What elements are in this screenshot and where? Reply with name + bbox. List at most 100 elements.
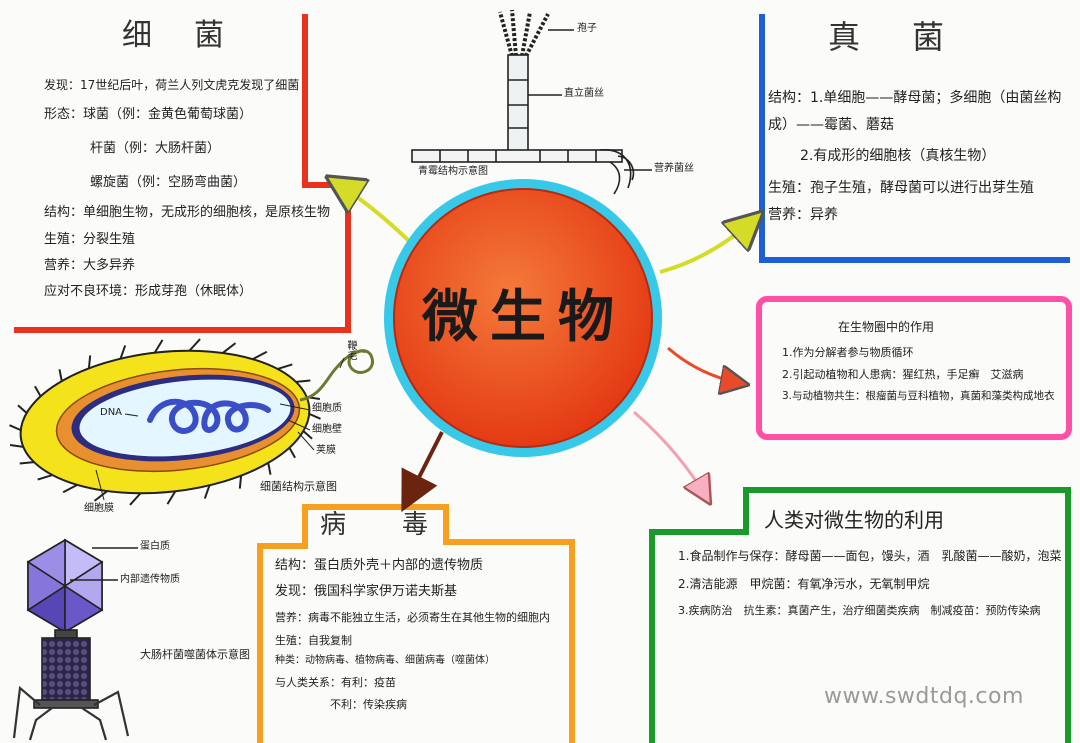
bacteria-label-capsule: 荚膜 [316,445,336,456]
utilization-line-food: 1.食品制作与保存：酵母菌——面包，馒头，酒 乳酸菌——酸奶，泡菜 [678,549,1062,563]
arrow-to-bacteria [332,180,412,244]
bacteria-line-rod: 杆菌（例：大肠杆菌） [90,141,221,156]
bacteria-line-reproduction: 生殖：分裂生殖 [44,232,136,247]
pilus [34,385,42,397]
pilus [252,350,268,361]
pilus [222,342,237,354]
virus-border [257,504,575,743]
bacteria-diagram-caption: 细菌结构示意图 [260,480,337,493]
fungi-title: 真菌 [828,18,997,56]
virus-line-relation-benefit: 与人类关系：有利：疫苗 [275,676,396,689]
pilus [308,412,321,420]
utilization-title: 人类对微生物的利用 [764,508,944,532]
phage-base-plate [33,699,99,709]
utilization-border [649,487,1071,743]
utilization-line-energy: 2.清洁能源 甲烷菌：有氧净污水，无氧制甲烷 [678,577,930,591]
bacteria-flagellum [299,349,374,402]
fungi-border [759,14,1070,263]
pilus [267,462,272,475]
mold-label-nutrient-hyphae: 营养菌丝 [654,163,694,174]
bacteria-title: 细菌 [122,18,266,53]
utilization-line-disease: 3.疾病防治 抗生素：真菌产生，治疗细菌类疾病 制减疫苗：预防传染病 [678,604,1041,617]
bacteria-diagram [9,338,374,506]
mold-root-branch [599,149,635,195]
virus-line-relation-harm: 不利：传染疾病 [330,698,407,711]
pilus [277,363,293,370]
pilus [238,475,243,489]
role-line-disease: 2.引起动植物和人患病：猩红热，手足癣 艾滋病 [782,368,1024,381]
mold-caption: 青霉结构示意图 [418,166,488,177]
bacteria-line-spiral: 螺旋菌（例：空肠弯曲菌） [90,175,247,190]
phage-tail-sheath [41,637,91,701]
mold-nutrient-hypha [411,149,623,163]
fungi-line-reproduction: 生殖：孢子生殖，酵母菌可以进行出芽生殖 [768,180,1034,196]
virus-line-types: 种类：动物病毒、植物病毒、细菌病毒（噬菌体） [275,655,495,666]
bacteria-label-cytoplasm: 细胞质 [312,403,342,414]
pilus [288,447,296,459]
pilus [166,490,177,505]
fungi-line-structure-cont: 成）——霉菌、蘑菇 [768,117,894,133]
pilus [93,490,108,502]
virus-line-discovery: 发现：俄国科学家伊万诺夫斯基 [275,584,458,599]
mold-upright-hypha [507,54,529,152]
bacteria-border [14,14,351,333]
pilus [153,339,164,354]
phage-diagram [12,538,138,741]
role-line-symbiosis: 3.与动植物共生：根瘤菌与豆科植物，真菌和藻类构成地衣 [782,390,1055,402]
mold-spore-chains [498,9,550,57]
phage-label-protein: 蛋白质 [140,541,170,552]
bacteria-line-adversity: 应对不良环境：形成芽孢（休眠体） [44,284,253,299]
bacteria-pili [9,338,321,506]
role-border [756,296,1072,440]
pilus [58,369,63,382]
virus-line-structure: 结构：蛋白质外壳＋内部的遗传物质 [275,558,484,573]
bacteria-line-discovery: 发现：17世纪后叶，荷兰人列文虎克发现了细菌 [44,78,300,92]
bacteria-cytoplasm [79,379,291,457]
role-title: 在生物圈中的作用 [838,320,935,334]
central-circle-ring [384,179,662,457]
bacteria-label-dna: DNA [100,407,123,418]
pilus [295,379,311,383]
arrow-to-virus [401,431,444,513]
central-circle [393,188,653,448]
pilus [119,345,127,360]
bacteria-label-cell-membrane: 细胞膜 [84,503,114,514]
virus-line-reproduction: 生殖：自我复制 [275,634,352,647]
virus-title: 病毒 [320,510,485,540]
pilus [188,338,201,352]
bacteria-label-flagellum: 鞭毛 [345,340,356,360]
central-title: 微生物 [422,284,626,350]
virus-line-nutrition: 营养：病毒不能独立生活，必须寄生在其他生物的细胞内 [275,611,550,624]
phage-label-genetic-material: 内部遗传物质 [120,574,180,585]
mold-label-spores: 孢子 [577,23,597,34]
arrow-to-utilization [633,410,708,500]
arrow-to-role [667,346,744,384]
watermark: www.swdtdq.com [824,684,1024,709]
arrow-to-fungi [659,216,758,274]
bacteria-line-shape: 形态：球菌（例：金黄色葡萄球菌） [44,107,253,122]
fungi-line-nucleus: 2.有成形的细胞核（真核生物） [800,148,996,164]
bacteria-dna [147,398,271,434]
fungi-line-nutrition: 营养：异养 [768,207,838,223]
pilus [17,404,28,414]
pilus [19,461,35,465]
pilus [9,424,22,432]
pilus [37,474,53,481]
pilus [203,484,211,499]
mold-diagram [411,9,652,195]
role-line-decomposer: 1.作为分解者参与物质循环 [782,346,914,359]
pilus [302,430,313,440]
phage-tail-fibers [12,685,130,741]
bacteria-line-nutrition: 营养：大多异养 [44,258,136,273]
pilus [87,355,92,369]
bacteria-label-cell-wall: 细胞壁 [312,424,342,435]
pilus [129,492,142,506]
bacteria-line-structure: 结构：单细胞生物，无成形的细胞核，是原核生物 [44,205,331,220]
phage-diagram-caption: 大肠杆菌噬菌体示意图 [140,648,250,661]
mold-label-upright-hyphae: 直立菌丝 [564,88,604,99]
pilus [62,483,78,494]
fungi-line-structure: 结构：1.单细胞——酵母菌；多细胞（由菌丝构 [768,90,1062,106]
pilus [9,444,24,448]
phage-collar [54,629,78,639]
